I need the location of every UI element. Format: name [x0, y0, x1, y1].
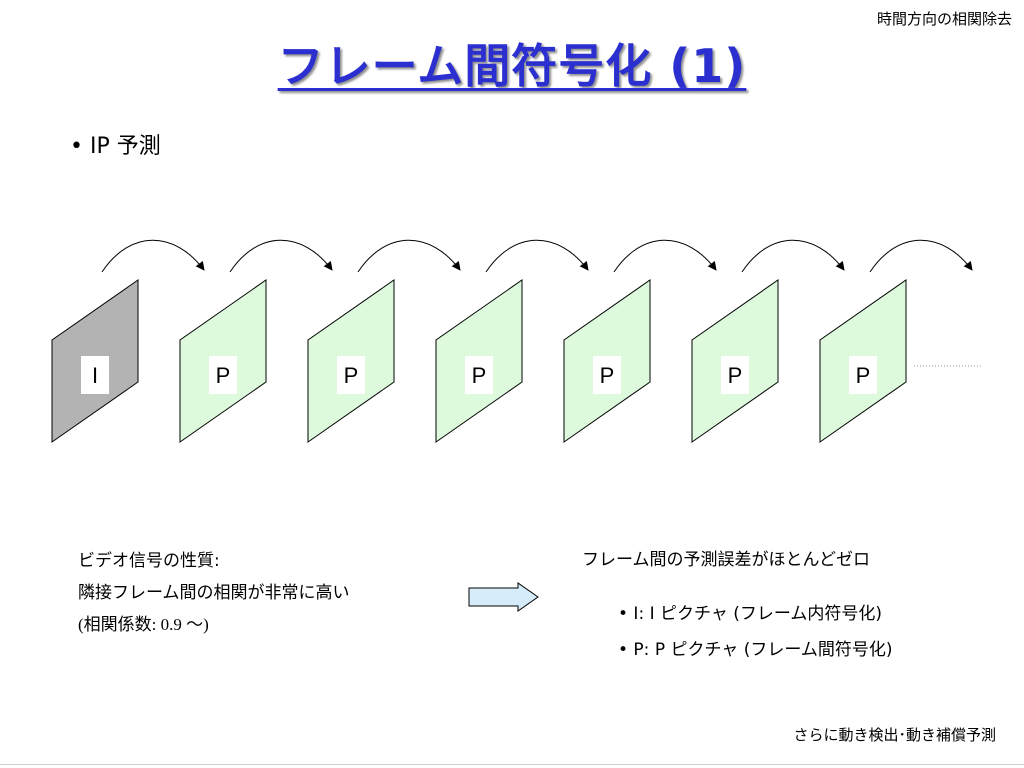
left-note-line-3: (相関係数: 0.9 〜)	[78, 609, 350, 641]
frame-label-box	[593, 356, 621, 394]
frame-p-4: P	[563, 279, 651, 443]
frame-label-box	[849, 356, 877, 394]
frame-label: P	[344, 363, 359, 388]
frame-label: P	[856, 363, 871, 388]
left-note-line-2: 隣接フレーム間の相関が非常に高い	[78, 583, 350, 603]
list-item-p-picture: • P: P ピクチャ (フレーム間符号化)	[618, 640, 893, 660]
prediction-arrow	[485, 239, 589, 273]
correlation-prefix: (相関係数:	[78, 615, 161, 634]
slide-title: フレーム間符号化 (1)	[277, 39, 747, 93]
frame-label-box	[337, 356, 365, 394]
correlation-suffix: )	[203, 615, 209, 634]
prediction-arrow	[357, 239, 461, 273]
frame-label: P	[472, 363, 487, 388]
left-note-line-1: ビデオ信号の性質:	[78, 551, 220, 571]
frame-p-6: P	[819, 279, 907, 443]
prediction-error-heading: フレーム間の予測誤差がほとんどゼロ	[582, 550, 870, 570]
frame-label: P	[728, 363, 743, 388]
left-notes: ビデオ信号の性質: 隣接フレーム間の相関が非常に高い (相関係数: 0.9 〜)	[78, 545, 350, 641]
frame-p-1: P	[179, 279, 267, 443]
list-item-i-picture: • I: I ピクチャ (フレーム内符号化)	[618, 604, 882, 624]
arrows-group	[101, 239, 973, 273]
prediction-arrow	[229, 239, 333, 273]
correlation-value: 0.9 〜	[160, 615, 204, 634]
prediction-arrow	[101, 239, 205, 273]
frame-label-box	[209, 356, 237, 394]
right-arrow-icon	[468, 582, 539, 612]
picture-type-list: • I: I ピクチャ (フレーム内符号化) • P: P ピクチャ (フレーム…	[618, 596, 892, 668]
frame-label-box	[465, 356, 493, 394]
frame-label: P	[600, 363, 615, 388]
bottom-divider	[0, 764, 1024, 765]
bullet-ip-prediction: • IP 予測	[70, 134, 161, 159]
frame-i-0: I	[51, 279, 139, 443]
frame-label-box	[721, 356, 749, 394]
prediction-arrow	[741, 239, 845, 273]
corner-label: 時間方向の相関除去	[876, 10, 1012, 28]
footer-note: さらに動き検出･動き補償予測	[793, 726, 996, 744]
frame-p-3: P	[435, 279, 523, 443]
frame-p-5: P	[691, 279, 779, 443]
prediction-arrow	[869, 239, 973, 273]
frame-label: P	[216, 363, 231, 388]
frame-label-box	[81, 356, 109, 394]
frame-label: I	[92, 363, 98, 388]
prediction-arrow	[613, 239, 717, 273]
frame-p-2: P	[307, 279, 395, 443]
